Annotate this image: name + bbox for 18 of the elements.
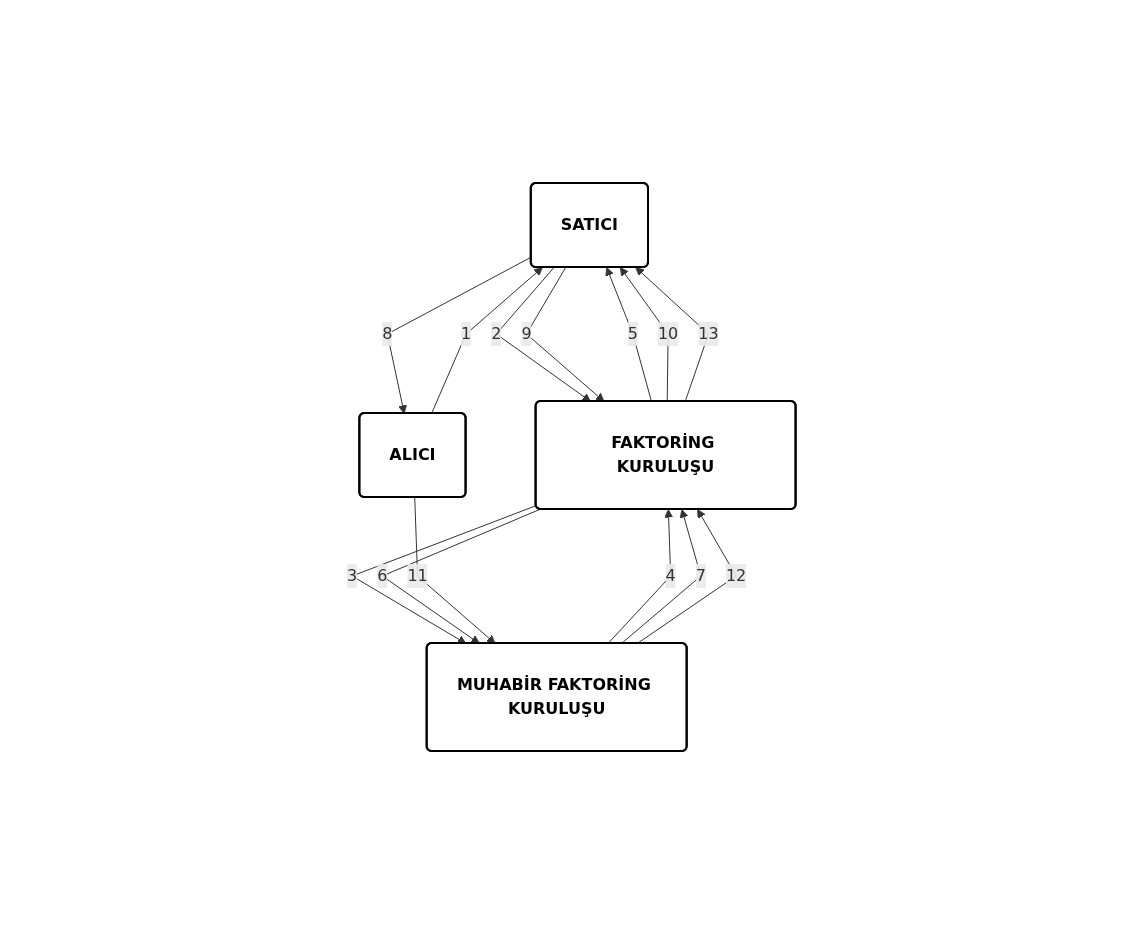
arrow bbox=[413, 496, 496, 644]
edge-label: 10 bbox=[657, 323, 678, 343]
edge-label: 8 bbox=[381, 323, 393, 343]
edge-label: 13 bbox=[698, 323, 719, 343]
edge-label: 11 bbox=[407, 565, 428, 585]
edge-label: 7 bbox=[695, 565, 706, 585]
arrow bbox=[430, 266, 543, 414]
arrow bbox=[605, 266, 652, 402]
edge-label: 4 bbox=[665, 565, 676, 585]
edge-label: 6 bbox=[376, 565, 388, 585]
edge-label: 5 bbox=[627, 323, 638, 343]
edge-label: 3 bbox=[346, 565, 357, 585]
edge-label: 1 bbox=[460, 323, 471, 343]
edge-label: 2 bbox=[490, 323, 502, 343]
arrow bbox=[619, 266, 669, 402]
arrow bbox=[607, 508, 673, 644]
edge-label: 9 bbox=[521, 323, 532, 343]
edge-label: 12 bbox=[725, 565, 747, 585]
